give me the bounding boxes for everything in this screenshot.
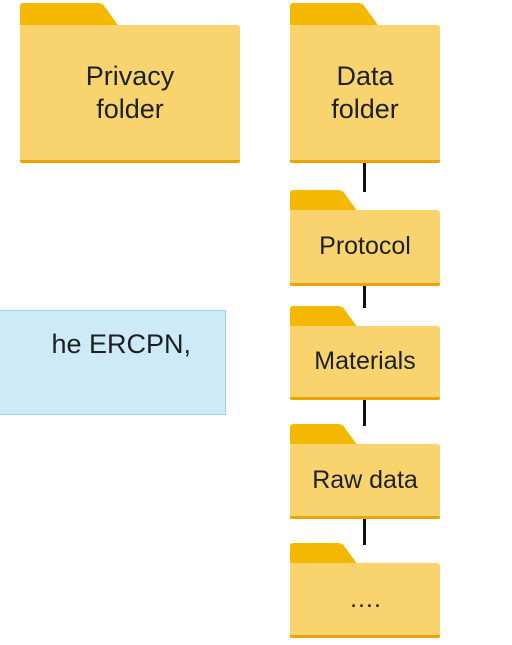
- raw-data-folder: Raw data: [290, 424, 440, 519]
- data-folder-label-line2: folder: [331, 93, 399, 124]
- materials-folder: Materials: [290, 306, 440, 400]
- folder-body: Materials: [290, 326, 440, 400]
- folder-body: Raw data: [290, 444, 440, 519]
- folder-tab: [290, 190, 358, 212]
- folder-body: Data folder: [290, 25, 440, 163]
- connector-line: [363, 517, 366, 545]
- folder-body: Protocol: [290, 210, 440, 286]
- connector-line: [363, 163, 366, 192]
- folder-body: ….: [290, 563, 440, 638]
- privacy-folder: Privacy folder: [20, 3, 240, 163]
- folder-tab: [290, 543, 358, 565]
- folder-tab: [290, 3, 378, 25]
- connector-line: [363, 284, 366, 308]
- data-folder-label-line1: Data: [336, 60, 394, 91]
- folder-tab: [290, 306, 358, 328]
- callout-text: he ERCPN,: [51, 329, 191, 359]
- data-folder: Data folder: [290, 3, 440, 163]
- protocol-folder-label: Protocol: [319, 232, 411, 261]
- materials-folder-label: Materials: [314, 347, 416, 376]
- connector-line: [363, 398, 366, 426]
- privacy-folder-label-line1: Privacy: [85, 60, 175, 91]
- privacy-folder-label-line2: folder: [96, 93, 164, 124]
- folder-body: Privacy folder: [20, 25, 240, 163]
- raw-data-folder-label: Raw data: [312, 465, 418, 494]
- folder-tab: [20, 3, 118, 25]
- more-folder-label: ….: [349, 584, 381, 613]
- folder-tab: [290, 424, 358, 446]
- callout-box: he ERCPN,: [0, 310, 226, 415]
- protocol-folder: Protocol: [290, 190, 440, 286]
- more-folder: ….: [290, 543, 440, 638]
